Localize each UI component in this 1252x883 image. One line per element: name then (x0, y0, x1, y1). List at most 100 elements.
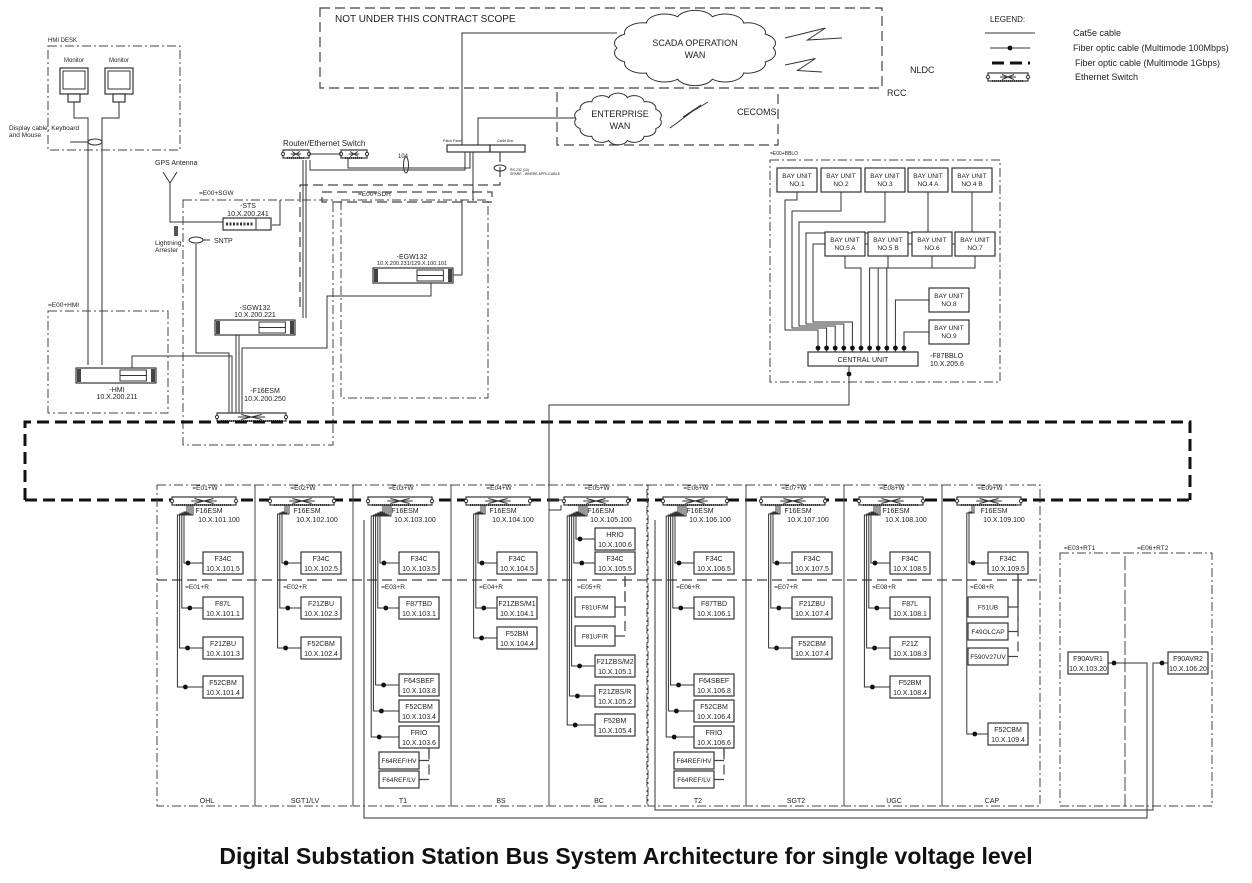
bc-cable (549, 505, 562, 511)
ied-name: FRIO (411, 730, 428, 737)
switch-cross (191, 498, 217, 504)
hmi-area-boundary (47, 310, 169, 414)
switch-port-end (561, 498, 567, 504)
monitor-cable (101, 102, 120, 365)
scada-wan-label: WAN (685, 50, 706, 60)
bay-ethernet-switch-icon (169, 496, 239, 506)
enterprise-wan-label: WAN (610, 121, 631, 131)
fiber-connector-dot (674, 708, 679, 714)
ied-hardwire (714, 748, 725, 781)
bay-unit (824, 231, 866, 257)
bay-unit-label: BAY UNIT (826, 173, 855, 180)
bay-unit (928, 319, 970, 345)
ied-fiber (473, 505, 497, 639)
fiber-connector-dot (579, 560, 585, 566)
ied-name: F64REF/LV (382, 777, 416, 784)
fiber-connector-dot (671, 734, 677, 740)
ied-fiber (176, 505, 203, 688)
ied-ip: 10.X.109.4 (991, 737, 1025, 744)
fiber-connector-dot (1007, 45, 1013, 51)
area-label: =E00+SDH (358, 191, 391, 198)
ied-ip: 10.X.101.1 (206, 611, 240, 618)
bay-unit-label: NO.2 (833, 181, 849, 188)
fiber-connector-dot (481, 605, 487, 611)
ied-name: F21ZBU (210, 641, 236, 648)
hmi-desk-boundary (47, 45, 181, 151)
bay-switch-name: F16ESM (784, 508, 811, 515)
bay-unit-fiber (877, 256, 933, 352)
ied-name: F52CBM (994, 727, 1022, 734)
ied-hardwire (1008, 574, 1019, 658)
cable-bundle-icon (403, 156, 409, 174)
ied-fiber (768, 505, 792, 649)
switch-port-end (856, 498, 862, 504)
bay-unit (954, 231, 996, 257)
bay-name: SGT1/LV (291, 798, 320, 805)
bay-switch-name: F16ESM (587, 508, 614, 515)
ied-name: F87L (902, 601, 918, 608)
fiber-connector-dot (901, 345, 907, 351)
scope-boundary (319, 7, 883, 89)
bay-switch-name: F16ESM (293, 508, 320, 515)
ied-name: F90AVR2 (1173, 656, 1203, 663)
ied-name: F81UF/M (581, 605, 608, 612)
bay-boundary (941, 484, 1041, 807)
fiber-connector-dot (572, 722, 578, 728)
fiber-connector-dot (283, 560, 289, 566)
cable-bundle-icon (493, 164, 507, 172)
bay-switch-name: F16ESM (391, 508, 418, 515)
ied-name: F34C (705, 556, 722, 563)
device-ip: 10.X.200.221 (234, 312, 276, 319)
ied-name: F34C (214, 556, 231, 563)
bay-switch-name: F16ESM (489, 508, 516, 515)
ied-ip: 10.X.105.1 (598, 669, 632, 676)
legend-item: Ethernet Switch (1075, 72, 1138, 82)
ied-name: F90AVR1 (1073, 656, 1103, 663)
t1-avr-cable (363, 520, 1148, 819)
switch-cross (289, 498, 315, 504)
ied-name: F21ZBS/R (599, 689, 632, 696)
ied-name: F34C (312, 556, 329, 563)
fiber-connector-dot (479, 560, 485, 566)
switch-port-end (527, 498, 533, 504)
ied-ip: 10.X.102.5 (304, 566, 338, 573)
bay-r-label: =E05+R (577, 584, 601, 591)
ied-ip: 10.X.106.6 (697, 740, 731, 747)
bay-switch-ip: 10.X.109.100 (983, 517, 1025, 524)
ied-fiber (863, 505, 890, 688)
fiber-connector-dot (832, 345, 838, 351)
rt-area-label: =E06+RT2 (1137, 545, 1169, 552)
ied-name: F34C (803, 556, 820, 563)
rs232-note: SPARE - WHERE APPLICABLE (510, 172, 561, 176)
ied-name: F34C (999, 556, 1016, 563)
t2-avr-cable (654, 520, 1168, 811)
switch-cross (976, 498, 1002, 504)
switch-port-end (267, 498, 273, 504)
bay-switch-ip: 10.X.104.100 (492, 517, 534, 524)
bay-unit-label: BAY UNIT (830, 237, 859, 244)
bay-unit (951, 167, 993, 193)
sdh-fiber-boundary (321, 191, 493, 203)
sntp-label: SNTP (214, 238, 233, 245)
bay-name: UGC (886, 798, 902, 805)
bay-w-label: =E05+W (584, 485, 610, 492)
ied-fiber (866, 505, 890, 649)
bay-r-label: =E07+R (774, 584, 798, 591)
bay-unit-label: BAY UNIT (957, 173, 986, 180)
device-body (75, 367, 157, 384)
ied-hardwire (419, 748, 430, 781)
device-name: -F87BBLO (930, 353, 964, 360)
device-body (214, 319, 296, 336)
ied-name: F21ZBS/M2 (596, 659, 633, 666)
switch-port-end (920, 498, 926, 504)
bay-name: BS (496, 798, 506, 805)
ied-ip: 10.X.106.1 (697, 611, 731, 618)
lightning-label: Arrester (155, 247, 179, 254)
ied-ip: 10.X.102.3 (304, 611, 338, 618)
bay-unit-label: BAY UNIT (913, 173, 942, 180)
ied-name: F52CBM (798, 641, 826, 648)
bay-switch-name: F16ESM (980, 508, 1007, 515)
bay-boundary (647, 484, 747, 807)
bay-unit-label: BAY UNIT (934, 325, 963, 332)
device-ear (290, 321, 294, 334)
